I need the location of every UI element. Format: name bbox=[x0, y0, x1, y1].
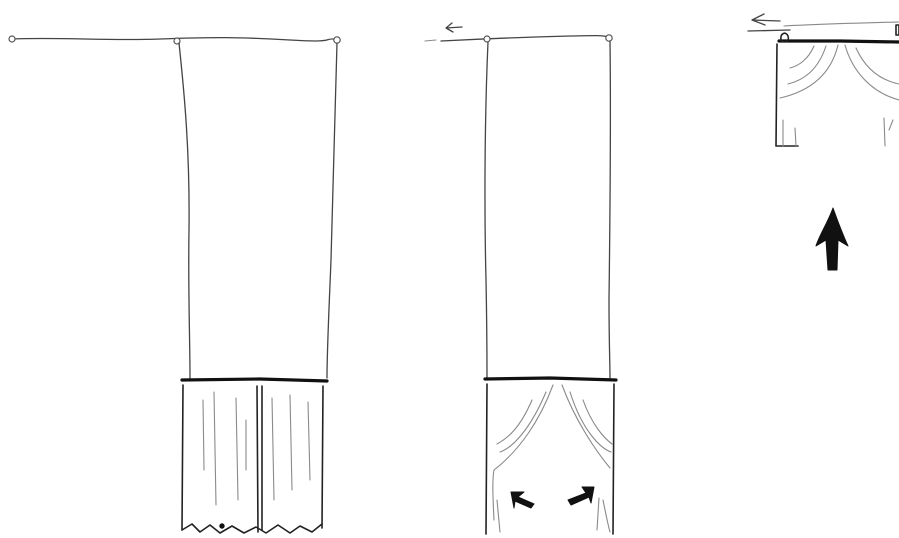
curtain-left-swag bbox=[780, 45, 838, 98]
curtain-right-outline bbox=[262, 386, 323, 530]
frame-right-post bbox=[884, 118, 893, 146]
hem-knot bbox=[220, 524, 224, 528]
open-right-arrow-icon bbox=[568, 487, 594, 505]
curtain-frame bbox=[486, 384, 614, 534]
curtain-hem bbox=[182, 524, 322, 533]
rod-end-right bbox=[334, 37, 340, 43]
sheet-right-edge bbox=[327, 43, 337, 378]
roll-up-arrow-icon bbox=[748, 14, 790, 31]
sheet-right-edge bbox=[609, 41, 610, 378]
curtain-right-swag bbox=[562, 385, 612, 532]
rod-ring-left bbox=[484, 36, 490, 42]
panel-1-lowered bbox=[9, 36, 340, 533]
frame-inner-left bbox=[783, 120, 796, 146]
rod-end-left bbox=[9, 36, 15, 42]
sheet-left-edge bbox=[485, 42, 488, 378]
curtain-right-swag bbox=[845, 45, 899, 100]
panel-2-opening bbox=[425, 23, 616, 534]
bottom-bar bbox=[182, 379, 327, 381]
open-left-arrow-icon bbox=[511, 492, 534, 508]
slide-left-arrow-icon bbox=[446, 23, 462, 32]
curtain-inner-fold bbox=[497, 498, 599, 532]
sheet-left-edge bbox=[179, 43, 190, 378]
top-bar bbox=[779, 41, 899, 42]
top-rod bbox=[441, 36, 610, 41]
rod-faint-top bbox=[784, 22, 899, 26]
rod-stub-left bbox=[425, 40, 436, 41]
raise-up-arrow-icon bbox=[816, 208, 848, 270]
rod-end-right bbox=[606, 35, 612, 41]
curtain-left-outline bbox=[182, 385, 258, 532]
panel-3-raised bbox=[748, 14, 899, 270]
bottom-bar bbox=[485, 378, 616, 380]
